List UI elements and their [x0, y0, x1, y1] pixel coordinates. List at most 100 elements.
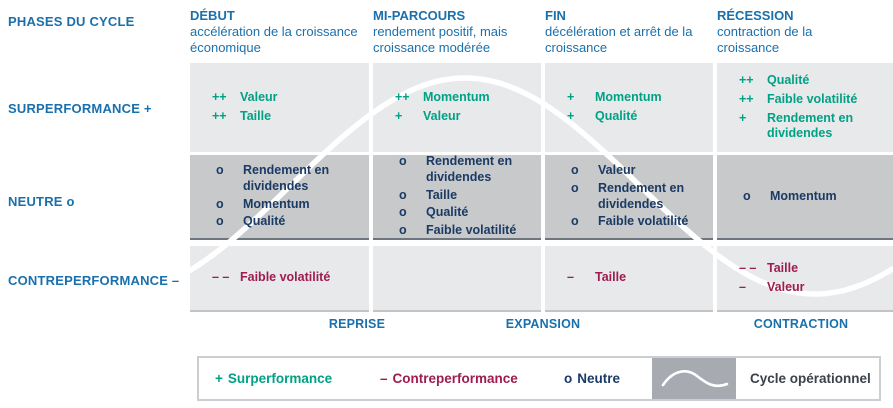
rating-marker: ++	[212, 109, 227, 123]
rating-marker: –	[567, 270, 574, 285]
factor-item: o Faible volatilité	[567, 214, 707, 230]
rating-marker: o	[571, 163, 579, 177]
factor-label: Qualité	[767, 73, 810, 87]
cycle-swatch	[652, 358, 736, 399]
factor-label: Valeur	[423, 109, 461, 123]
phase-title: RÉCESSION	[717, 8, 794, 23]
rating-marker: o	[399, 205, 407, 220]
legend-label: Contreperformance	[392, 371, 518, 386]
factor-item: – – Faible volatilité	[212, 270, 363, 286]
factor-item: o Qualité	[395, 205, 535, 221]
factor-item: o Faible volatilité	[395, 223, 535, 239]
rating-marker: o	[571, 214, 579, 229]
factor-item: ++ Faible volatilité	[739, 92, 887, 108]
phases-du-cycle-label: PHASES DU CYCLE	[8, 14, 135, 29]
legend-label: Neutre	[577, 371, 621, 386]
contreperformance-row-label: CONTREPERFORMANCE –	[8, 273, 180, 288]
phase-footer-expansion: EXPANSION	[505, 317, 581, 331]
cycle-wave-icon	[661, 369, 729, 387]
factor-item: +Rendement en dividendes	[739, 111, 887, 143]
factor-label: Momentum	[243, 196, 310, 211]
factor-label: Momentum	[595, 90, 662, 105]
cell-debut-contreperformance: – – Faible volatilité	[190, 246, 369, 312]
cell-recession-neutre: o Momentum	[717, 155, 893, 240]
factor-item: o Valeur	[567, 163, 707, 179]
factor-item: o Momentum	[739, 189, 887, 205]
factor-label: Valeur	[240, 90, 278, 105]
cell-fin-surperformance: + Momentum +Qualité	[545, 63, 713, 152]
rating-marker: ++	[739, 91, 754, 106]
factor-label: Qualité	[426, 205, 469, 220]
rating-marker: – –	[212, 270, 230, 285]
rating-marker: +	[567, 90, 575, 105]
legend-surperformance: + Surperformance	[215, 358, 332, 399]
rating-marker: o	[216, 214, 224, 229]
factor-item: – Taille	[567, 270, 707, 286]
rating-marker: o	[399, 223, 407, 238]
rating-marker: o	[216, 163, 224, 177]
plus-marker-icon: +	[215, 371, 223, 386]
rating-marker: ++	[395, 90, 410, 105]
minus-marker-icon: –	[380, 371, 388, 386]
factor-item: +Qualité	[567, 109, 707, 125]
rating-marker: o	[399, 187, 407, 202]
factor-label: Faible volatilité	[767, 91, 858, 106]
factor-label: Rendement en dividendes	[598, 180, 685, 211]
factor-label: Momentum	[423, 90, 490, 105]
factor-label: Faible volatilité	[426, 223, 517, 238]
cell-mi-parcours-contreperformance	[373, 246, 541, 312]
column-header-recession: RÉCESSION contraction de la croissance	[717, 8, 893, 56]
cell-recession-surperformance: ++Qualité ++ Faible volatilité +Rendement…	[717, 63, 893, 152]
factor-item: o Momentum	[212, 197, 363, 213]
factor-item: –Valeur	[739, 280, 887, 296]
factor-label: Faible volatilité	[598, 214, 689, 229]
factor-item: + Momentum	[567, 90, 707, 106]
legend-label: Cycle opérationnel	[750, 371, 871, 386]
column-header-debut: DÉBUT accélération de la croissance écon…	[190, 8, 369, 56]
rating-marker: o	[216, 196, 224, 211]
rating-marker: ++	[212, 90, 227, 105]
rating-marker: o	[743, 188, 751, 203]
rating-marker: – –	[739, 260, 757, 275]
cell-mi-parcours-surperformance: ++ Momentum + Valeur	[373, 63, 541, 152]
factor-label: Taille	[767, 260, 799, 275]
factor-item: o Rendement en dividendes	[567, 181, 707, 213]
factor-label: Momentum	[770, 188, 837, 203]
neutral-marker-icon: o	[564, 371, 573, 386]
factor-item: – – Taille	[739, 261, 887, 277]
factor-label: Valeur	[598, 163, 636, 177]
rating-marker: +	[567, 109, 575, 123]
phase-subtitle: rendement positif, mais croissance modér…	[373, 24, 508, 55]
factor-label: Faible volatilité	[240, 270, 331, 285]
phase-footer-reprise: REPRISE	[328, 317, 386, 331]
phase-title: DÉBUT	[190, 8, 235, 23]
factor-label: Valeur	[767, 279, 805, 294]
phase-subtitle: contraction de la croissance	[717, 24, 813, 55]
factor-item: ++Qualité	[739, 73, 887, 89]
phase-title: FIN	[545, 8, 566, 23]
factor-label: Taille	[595, 270, 627, 285]
factor-item: ++ Momentum	[395, 90, 535, 106]
legend-label: Surperformance	[227, 371, 333, 386]
phase-title: MI-PARCOURS	[373, 8, 466, 23]
factor-label: Qualité	[243, 214, 286, 229]
rating-marker: o	[571, 180, 579, 195]
column-header-fin: FIN décélération et arrêt de la croissan…	[545, 8, 713, 56]
rating-marker: +	[395, 109, 403, 123]
factor-label: Taille	[240, 109, 272, 123]
column-header-mi-parcours: MI-PARCOURS rendement positif, mais croi…	[373, 8, 541, 56]
rating-marker: +	[739, 110, 747, 125]
neutre-row-label: NEUTRE o	[8, 194, 75, 209]
phase-subtitle: accélération de la croissance économique	[190, 24, 358, 55]
factor-label: Taille	[426, 187, 458, 202]
cell-fin-contreperformance: – Taille	[545, 246, 713, 312]
phase-subtitle: décélération et arrêt de la croissance	[545, 24, 693, 55]
phase-footer-contraction: CONTRACTION	[753, 317, 849, 331]
cell-recession-contreperformance: – – Taille –Valeur	[717, 246, 893, 312]
